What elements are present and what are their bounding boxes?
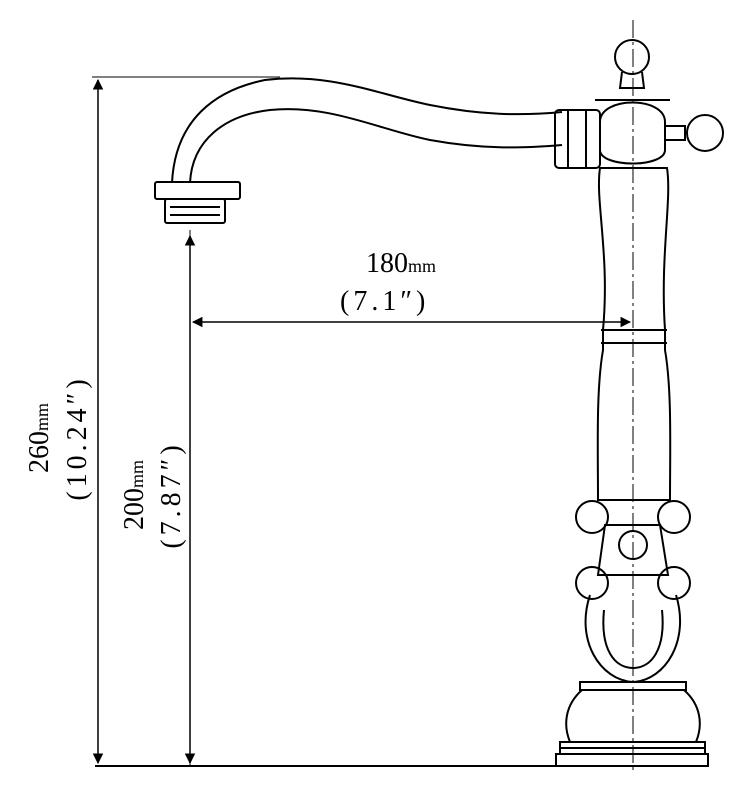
reach-imperial-label: (7.1″) — [340, 286, 429, 317]
total-height-imperial-label: (10.24″) — [62, 375, 93, 500]
spout-height-unit: mm — [127, 460, 147, 488]
reach-unit: mm — [408, 256, 436, 276]
total-height-unit: mm — [32, 403, 52, 431]
total-height-label: 260mm — [24, 403, 55, 473]
spout-height-metric: 200 — [119, 488, 150, 530]
reach-label: 180mm — [366, 248, 436, 279]
spout-height-imperial-label: (7.87″) — [156, 441, 187, 548]
faucet-outline — [154, 39, 724, 767]
spout-height-label: 200mm — [119, 460, 150, 530]
total-height-metric: 260 — [24, 431, 55, 473]
reach-metric: 180 — [366, 248, 408, 279]
